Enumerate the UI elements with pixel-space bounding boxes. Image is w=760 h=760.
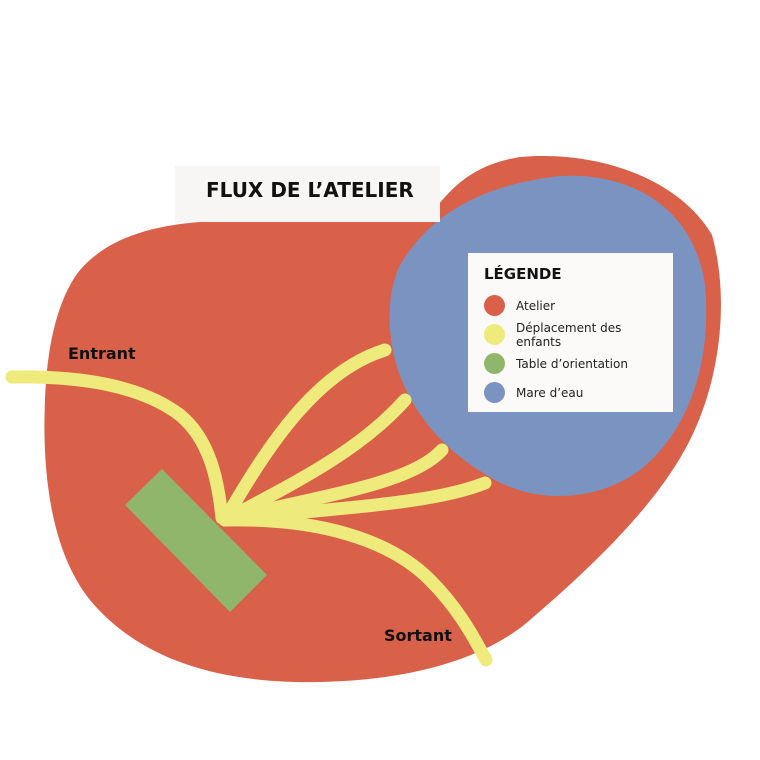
legend-label: Table d’orientation xyxy=(516,356,628,371)
label-entrant: Entrant xyxy=(68,344,136,363)
legend-label: Mare d’eau xyxy=(516,385,584,400)
atelier-swatch-icon xyxy=(484,295,505,316)
path-entrant xyxy=(5,370,229,525)
title-background xyxy=(175,166,440,222)
legend-label: Atelier xyxy=(516,298,556,313)
legend-title: LÉGENDE xyxy=(484,265,562,283)
legend-item-mare: Mare d’eau xyxy=(484,378,657,407)
diagram-title: FLUX DE L’ATELIER xyxy=(206,178,414,202)
legend: LÉGENDE Atelier Déplacement des enfants … xyxy=(468,253,673,412)
mare-swatch-icon xyxy=(484,382,505,403)
table-swatch-icon xyxy=(484,353,505,374)
legend-item-table: Table d’orientation xyxy=(484,349,657,378)
children-paths xyxy=(5,343,493,667)
deplacement-swatch-icon xyxy=(484,324,505,345)
path-branch-2 xyxy=(218,393,412,527)
path-branch-1 xyxy=(218,343,392,527)
legend-label: Déplacement des enfants xyxy=(516,320,622,349)
label-sortant: Sortant xyxy=(384,626,452,645)
orientation-table xyxy=(125,469,267,612)
legend-item-atelier: Atelier xyxy=(484,291,657,320)
path-sortant xyxy=(218,513,493,667)
legend-item-deplacement: Déplacement des enfants xyxy=(484,320,657,349)
